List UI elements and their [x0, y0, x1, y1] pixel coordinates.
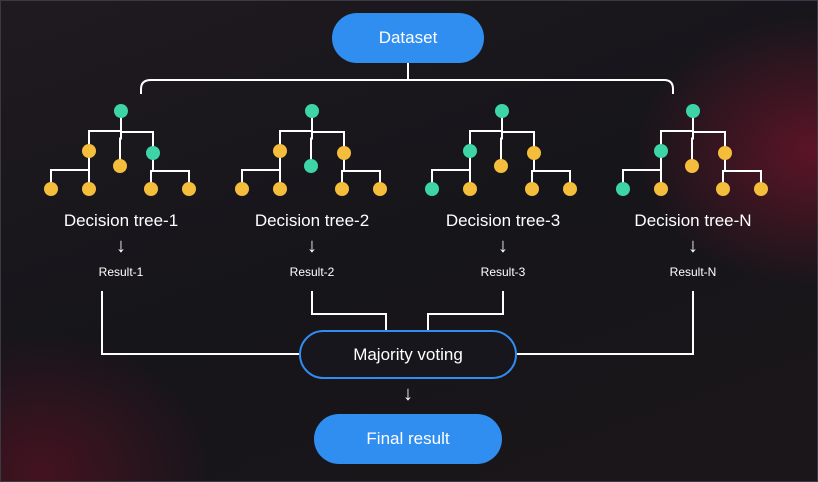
tree-branch-node	[463, 144, 477, 158]
tree-leaf-node	[425, 182, 439, 196]
tree-branch-node	[82, 144, 96, 158]
result-3-connector	[427, 291, 504, 330]
result-1-label: Result-1	[98, 265, 144, 279]
tree-branch-node	[527, 146, 541, 160]
tree-leaf-node	[235, 182, 249, 196]
tree-branch-node	[685, 159, 699, 173]
tree-branch-node	[494, 159, 508, 173]
tree-leaf-node	[373, 182, 387, 196]
tree-edge	[692, 111, 726, 153]
tree-leaf-node	[182, 182, 196, 196]
result-2-connector	[311, 291, 387, 330]
result-2-label: Result-2	[289, 265, 335, 279]
tree-edge	[279, 111, 313, 151]
tree-edge	[660, 111, 694, 151]
tree-4-graph	[616, 104, 768, 196]
tree-leaf-node	[335, 182, 349, 196]
tree-leaf-node	[716, 182, 730, 196]
result-n-connector	[517, 291, 694, 355]
tree-leaf-node	[82, 182, 96, 196]
tree-edge	[431, 151, 471, 189]
tree-branch-node	[337, 146, 351, 160]
tree-edge	[533, 153, 571, 189]
tree-root-node	[114, 104, 128, 118]
tree-leaf-node	[273, 182, 287, 196]
final-result-pill: Final result	[314, 414, 502, 464]
tree-edge	[50, 151, 90, 189]
tree-1-arrow: ↓	[116, 235, 126, 257]
tree-2-graph	[235, 104, 387, 196]
tree-edge	[501, 111, 535, 153]
decision-trees	[44, 104, 768, 196]
tree-leaf-node	[44, 182, 58, 196]
tree-edge	[241, 151, 281, 189]
tree-leaf-node	[525, 182, 539, 196]
tree-3-graph	[425, 104, 577, 196]
tree-3-arrow: ↓	[498, 235, 508, 257]
tree-branch-node	[304, 159, 318, 173]
majority-voting-pill: Majority voting	[299, 330, 517, 379]
tree-leaf-node	[616, 182, 630, 196]
tree-edge	[311, 111, 345, 153]
tree-edge	[469, 111, 503, 151]
result-3-label: Result-3	[480, 265, 526, 279]
tree-leaf-node	[463, 182, 477, 196]
tree-n-arrow: ↓	[688, 235, 698, 257]
majority-arrow: ↓	[403, 383, 413, 405]
tree-root-node	[686, 104, 700, 118]
tree-branch-node	[146, 146, 160, 160]
tree-edge	[343, 153, 381, 189]
tree-edge	[724, 153, 762, 189]
tree-branch-node	[718, 146, 732, 160]
result-1-connector	[101, 291, 299, 355]
tree-edge	[120, 111, 154, 153]
tree-2-arrow: ↓	[307, 235, 317, 257]
dataset-bracket-line	[140, 79, 674, 94]
tree-branch-node	[273, 144, 287, 158]
tree-edge	[152, 153, 190, 189]
dataset-pill: Dataset	[332, 13, 484, 63]
tree-leaf-node	[563, 182, 577, 196]
tree-1-label: Decision tree-1	[63, 211, 179, 230]
tree-edge	[88, 111, 122, 151]
tree-root-node	[305, 104, 319, 118]
tree-2-label: Decision tree-2	[254, 211, 370, 230]
tree-edge	[622, 151, 662, 189]
tree-n-label: Decision tree-N	[634, 211, 752, 230]
tree-branch-node	[113, 159, 127, 173]
tree-1-graph	[44, 104, 196, 196]
tree-branch-node	[654, 144, 668, 158]
tree-leaf-node	[754, 182, 768, 196]
tree-3-label: Decision tree-3	[445, 211, 561, 230]
tree-leaf-node	[144, 182, 158, 196]
tree-leaf-node	[654, 182, 668, 196]
result-n-label: Result-N	[669, 265, 717, 279]
tree-root-node	[495, 104, 509, 118]
